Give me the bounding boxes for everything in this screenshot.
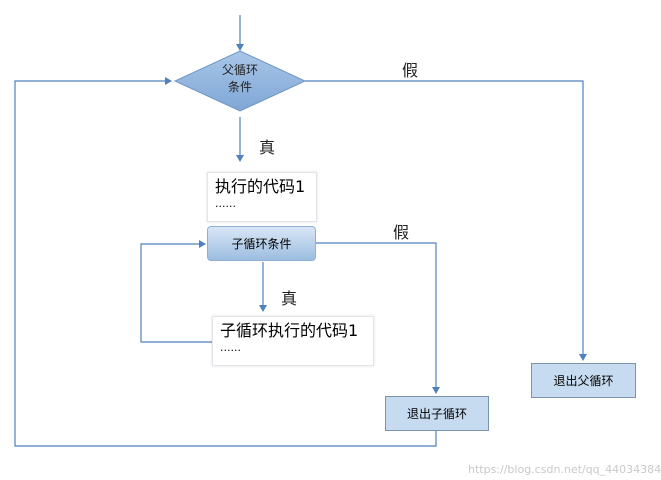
watermark-text: https://blog.csdn.net/qq_44034384 xyxy=(468,463,661,476)
parent-condition-line1: 父循环 xyxy=(221,63,258,77)
parent-condition-label: 父循环 条件 xyxy=(205,62,275,96)
child-loop-back-arrow xyxy=(140,240,212,343)
exit-child-label: 退出子循环 xyxy=(406,407,467,421)
parent-condition-line2: 条件 xyxy=(227,80,252,94)
code1-line2: ...... xyxy=(215,197,236,210)
child-true-label: 真 xyxy=(281,289,298,308)
exit-parent-box: 退出父循环 xyxy=(531,363,636,398)
child-condition-box: 子循环条件 xyxy=(207,226,316,261)
child-code-line1: 子循环执行的代码1 xyxy=(220,321,359,340)
child-condition-label: 子循环条件 xyxy=(231,237,292,251)
child-code-box: 子循环执行的代码1 ...... xyxy=(212,316,374,366)
child-false-arrow xyxy=(316,242,440,394)
exit-parent-label: 退出父循环 xyxy=(553,374,614,388)
child-false-label: 假 xyxy=(393,223,410,242)
parent-condition-diamond xyxy=(173,50,307,112)
code1-box: 执行的代码1 ...... xyxy=(207,172,317,222)
exit-child-box: 退出子循环 xyxy=(385,396,489,431)
parent-loop-back-arrow xyxy=(14,77,437,447)
parent-false-label: 假 xyxy=(402,61,419,80)
parent-true-label: 真 xyxy=(259,138,276,157)
child-code-line2: ...... xyxy=(220,341,241,354)
parent-false-arrow xyxy=(305,80,587,361)
code1-line1: 执行的代码1 xyxy=(215,177,306,196)
